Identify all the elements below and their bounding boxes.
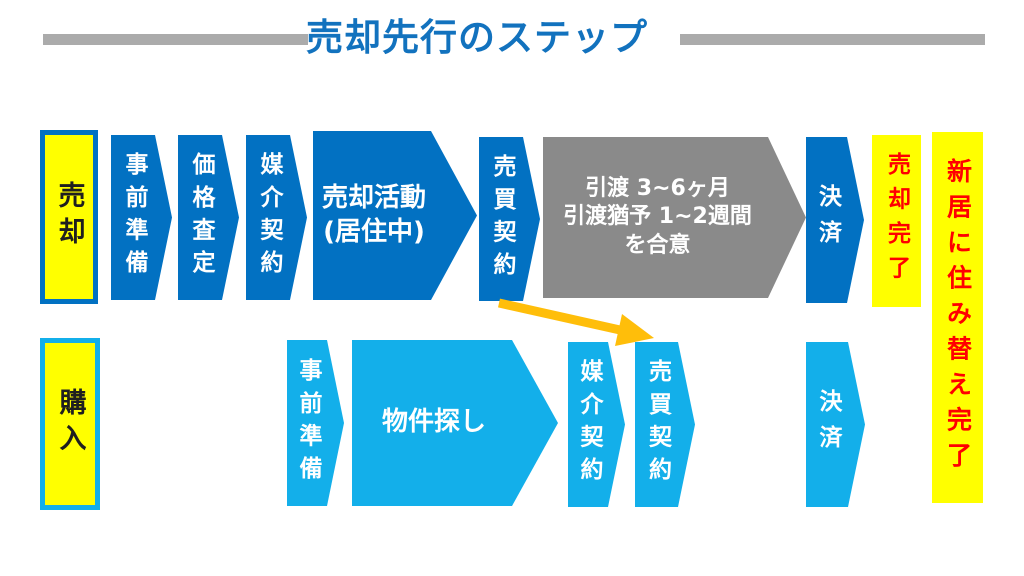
sell-step-sales-contract-label: 売買契約 [489,153,515,285]
sell-step-preparation: 事前準備 [111,135,172,300]
buy-step-settlement-label: 決済 [815,388,841,461]
handover-line1: 引渡 3~6ヶ月 [585,175,730,201]
title-bar-left [43,34,308,45]
sell-step-handover-terms-label: 引渡 3~6ヶ月 引渡猶予 1~2週間 を合意 [563,175,752,261]
buy-step-preparation: 事前準備 [287,340,344,506]
sell-row-label: 売却 [53,180,85,254]
title-bar-right [680,34,985,45]
buy-step-brokerage-contract: 媒介契約 [568,342,625,507]
sales-activity-line2: (居住中) [323,216,425,247]
sell-step-sales-contract: 売買契約 [479,137,540,301]
buy-step-property-search-label: 物件探し [381,407,486,438]
sell-step-brokerage-contract-label: 媒介契約 [256,152,282,283]
sell-complete-box: 売却完了 [872,135,921,307]
sales-activity-line1: 売却活動 [321,182,426,213]
sell-step-sales-activity-label: 売却活動 (居住中) [322,182,426,250]
sell-step-price-assessment-label: 価格査定 [188,152,214,283]
buy-step-sales-contract: 売買契約 [635,342,695,507]
buy-step-settlement: 決済 [806,342,865,507]
handover-line3: を合意 [624,232,691,258]
sell-row-label-box: 売却 [40,130,98,304]
sell-step-brokerage-contract: 媒介契約 [246,135,307,300]
buy-step-property-search: 物件探し [352,340,558,506]
page-title: 売却先行のステップ [306,16,648,59]
buy-step-preparation-label: 事前準備 [295,357,321,489]
contract-link-arrow-shaft [498,298,621,335]
buy-row-label: 購入 [54,387,86,461]
buy-step-brokerage-contract-label: 媒介契約 [576,359,602,490]
handover-line2: 引渡猶予 1~2週間 [563,204,752,230]
sell-step-sales-activity: 売却活動 (居住中) [313,131,477,300]
final-goal-label: 新居に住み替え完了 [943,157,973,478]
sell-complete-label: 売却完了 [883,152,910,290]
sell-step-preparation-label: 事前準備 [121,152,147,283]
sell-step-price-assessment: 価格査定 [178,135,239,300]
buy-row-label-box: 購入 [40,338,100,510]
contract-link-arrow-head [615,314,654,346]
sell-step-settlement: 決済 [806,137,864,303]
final-goal-box: 新居に住み替え完了 [932,132,983,503]
buy-step-sales-contract-label: 売買契約 [644,359,671,490]
sell-step-settlement-label: 決済 [814,184,841,256]
sell-step-handover-terms: 引渡 3~6ヶ月 引渡猶予 1~2週間 を合意 [543,137,806,298]
